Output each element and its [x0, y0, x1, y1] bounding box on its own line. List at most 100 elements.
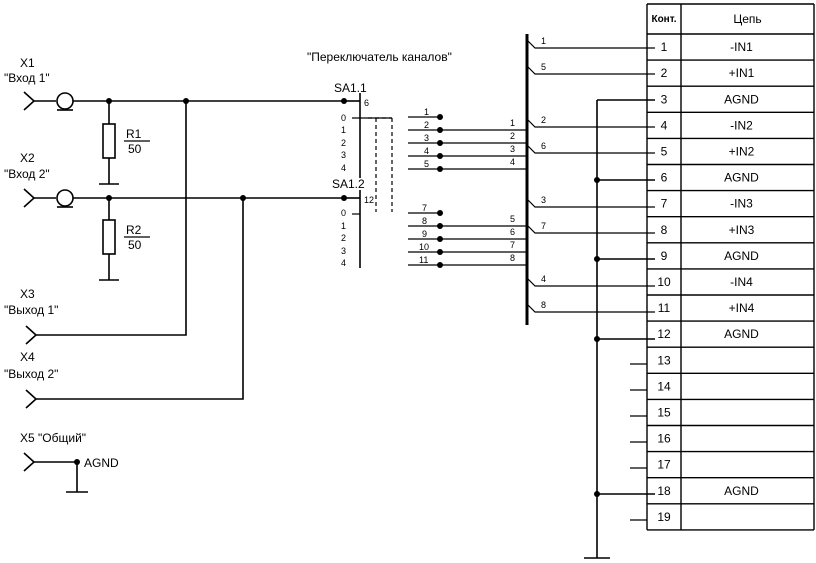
wire-num-2: 2 [510, 131, 515, 141]
switch-sa1-2-pos-0: 0 [341, 208, 346, 218]
switch-pin-5: 5 [424, 159, 429, 169]
table-pin-cell: 14 [657, 379, 671, 393]
connector-x2-label: "Вход 2" [4, 167, 50, 181]
table-net-cell: -IN2 [730, 118, 753, 132]
table-pin-cell: 11 [658, 301, 671, 315]
switch-sa1-2-pos-2: 2 [341, 233, 346, 243]
table-net-cell: -IN1 [730, 40, 753, 54]
bus-wire-1: 1 [541, 36, 546, 46]
switch-sa1-1-pos-0: 0 [341, 113, 346, 123]
switch-sa1-2-pos-3: 3 [341, 246, 346, 256]
output-wiring [25, 101, 244, 409]
resistor-r1-name: R1 [126, 127, 142, 141]
resistor-r1-value: 50 [128, 142, 142, 156]
wire-num-6: 6 [510, 227, 515, 237]
bus-wire-7: 7 [541, 221, 546, 231]
connector-x2-id: X2 [20, 151, 35, 165]
table-pin-cell: 2 [661, 66, 668, 80]
switch-pin-3: 3 [424, 133, 429, 143]
table-pin-cell: 17 [657, 458, 671, 472]
table-pin-cell: 13 [657, 353, 671, 367]
input-x1-wiring [23, 91, 344, 185]
table-pin-cell: 4 [661, 118, 668, 132]
unused-pin-stubs [630, 363, 647, 521]
connector-x5-label: X5 "Общий" [20, 431, 86, 445]
switch-sa1-2-name: SA1.2 [332, 177, 365, 191]
connector-x3-label: "Выход 1" [4, 303, 58, 317]
switch-sa1-2-pos-1: 1 [341, 221, 346, 231]
ground-x5-wiring [23, 452, 88, 493]
table-pin-cell: 12 [657, 327, 671, 341]
switch-sa1-1-pos-1: 1 [341, 125, 346, 135]
switch-pin-10: 10 [419, 242, 429, 252]
wire-num-4: 4 [510, 157, 515, 167]
resistor-r2-value: 50 [128, 238, 142, 252]
table-pin-cell: 7 [661, 197, 668, 211]
table-pin-cell: 9 [661, 249, 668, 263]
switch-sa1-1-common: 6 [364, 98, 369, 108]
bus-wire-6: 6 [541, 141, 546, 151]
connector-x4-id: X4 [20, 350, 35, 364]
table-pin-cell: 1 [661, 40, 668, 54]
table-net-cell: +IN3 [729, 223, 755, 237]
switch-pin-4: 4 [424, 146, 429, 156]
table-net-cell: AGND [724, 171, 759, 185]
table-pin-cell: 8 [661, 223, 668, 237]
switch-sa1-1-pos-2: 2 [341, 138, 346, 148]
bus-to-table-wires [526, 39, 655, 313]
table-pin-cell: 5 [661, 144, 668, 158]
table-net-cell: AGND [724, 327, 759, 341]
table-net-cell: -IN4 [730, 275, 753, 289]
switch-sa1-1-name: SA1.1 [334, 81, 367, 95]
wire-num-8: 8 [510, 253, 515, 263]
resistor-r2 [102, 219, 116, 255]
switch-pins-b [408, 210, 443, 268]
wire-num-7: 7 [510, 240, 515, 250]
table-pin-cell: 10 [657, 275, 671, 289]
connector-x4-label: "Выход 2" [4, 367, 58, 381]
table-pin-cell: 18 [657, 484, 671, 498]
table-net-cell: +IN4 [729, 301, 755, 315]
wire-num-3: 3 [510, 144, 515, 154]
table-net-cell: AGND [724, 484, 759, 498]
table-pin-cell: 3 [661, 92, 668, 106]
table-net-cell: AGND [724, 92, 759, 106]
table-pin-cell: 19 [657, 510, 671, 524]
resistor-r2-name: R2 [126, 223, 142, 237]
table-header-pin: Конт. [651, 14, 676, 25]
switch-title: "Переключатель каналов" [307, 50, 452, 64]
bus-wire-3: 3 [541, 195, 546, 205]
coax-icon [56, 189, 74, 207]
connector-x1-label: "Вход 1" [4, 71, 50, 85]
switch-pin-8: 8 [422, 216, 427, 226]
table-pin-cell: 15 [657, 405, 671, 419]
switch-pin-7: 7 [422, 203, 427, 213]
switch-sa1-2-pos-4: 4 [341, 258, 346, 268]
switch-sa1-1-pos-3: 3 [341, 150, 346, 160]
table-pin-cell: 6 [661, 171, 668, 185]
switch-pin-9: 9 [422, 229, 427, 239]
resistor-r1 [102, 123, 116, 159]
table-header-net: Цепь [733, 12, 761, 26]
coax-icon [56, 92, 74, 110]
bus-wire-5: 5 [541, 62, 546, 72]
table-net-cell: AGND [724, 249, 759, 263]
table-net-cell: +IN1 [729, 66, 755, 80]
switch-pin-2: 2 [424, 120, 429, 130]
switch-sa1-2-common: 12 [364, 195, 374, 205]
bus-wire-8: 8 [541, 300, 546, 310]
agnd-bus [584, 99, 655, 559]
ground-label: AGND [84, 456, 119, 470]
table-net-cell: +IN2 [729, 144, 755, 158]
switch-sa1-1-pos-4: 4 [341, 163, 346, 173]
wire-num-1: 1 [510, 118, 515, 128]
input-x2-wiring [23, 188, 344, 281]
wire-num-5: 5 [510, 214, 515, 224]
pin-to-bus-wires [440, 129, 527, 266]
connector-x3-id: X3 [20, 287, 35, 301]
bus-wire-2: 2 [541, 115, 546, 125]
bus-wire-4: 4 [541, 274, 546, 284]
switch-pin-1: 1 [424, 107, 429, 117]
